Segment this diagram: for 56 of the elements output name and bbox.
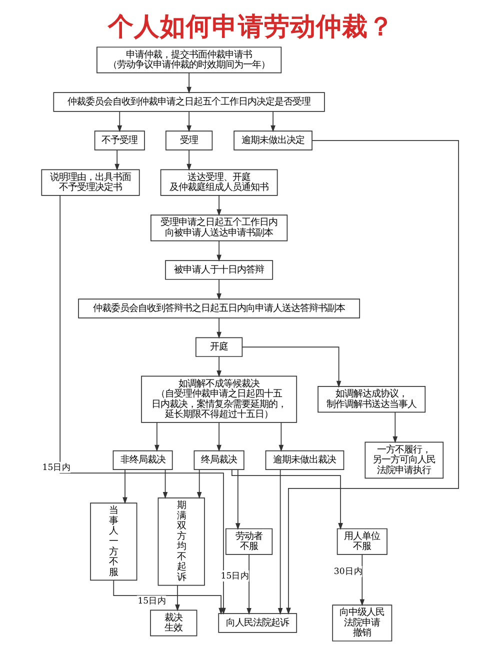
node-box: 如调解达成协议，制作调解书送达当事人: [318, 386, 426, 413]
node-box: 一方不履行，另一方可向人民法院申请执行: [364, 442, 444, 479]
arrow: [117, 111, 122, 132]
node-box: 用人单位不服: [336, 528, 388, 555]
arrow: [216, 422, 222, 452]
arrow: [360, 554, 365, 606]
arrow: [186, 111, 192, 132]
node-box: 向人民法院起诉: [218, 613, 298, 633]
arrow: [114, 150, 120, 171]
arrow: [278, 469, 283, 615]
node-box: 仲裁委员会自收到仲裁申请之日起五个工作日内决定是否受理: [53, 92, 325, 112]
node-box: 如调解不成等候裁决 （自受理仲裁申请之日起四十五日内裁决，案情复杂需要延期的，延长期限不得超过十五日）: [141, 376, 298, 423]
arrow: [162, 469, 168, 499]
arrow: [278, 422, 284, 452]
arrow: [113, 580, 224, 615]
arrow: [216, 240, 222, 262]
arrow: [246, 554, 252, 615]
node-box: 逾期未做出裁决: [265, 450, 344, 470]
arrow: [186, 150, 192, 171]
arrow: [216, 195, 222, 216]
edge-label: 15日内: [220, 572, 250, 582]
arrow: [286, 140, 459, 615]
arrow: [175, 584, 180, 612]
arrow: [154, 422, 160, 452]
node-box: 裁决生效: [150, 610, 198, 636]
node-box: 向中级人民法院申请撤销: [332, 604, 392, 642]
node-box: 当事人一方不服: [90, 502, 138, 581]
arrow: [392, 412, 398, 444]
node-box: 受理申请之日起五个工作日内向被申请人送达申请书副本: [150, 214, 288, 242]
arrow: [196, 469, 202, 499]
node-box: 非终局裁决: [112, 450, 173, 470]
arrow: [216, 318, 222, 339]
node-box: 送达受理、开庭及仲裁庭组成人员通知书: [160, 169, 278, 196]
arrow: [236, 469, 240, 530]
node-box: 期满双方均不起诉: [158, 497, 205, 586]
edge-label: 15日内: [42, 463, 72, 474]
diagram-title: 个人如何申请劳动仲裁？: [108, 12, 394, 42]
edge-label: 15日内: [138, 596, 167, 607]
edge-label: 30日内: [334, 567, 363, 578]
arrow: [242, 346, 342, 388]
arrow: [216, 356, 222, 378]
arrow: [270, 111, 276, 132]
arrow: [231, 469, 343, 530]
arrow: [186, 72, 192, 94]
node-box: 劳动者不服: [225, 528, 273, 555]
node-box: 说明理由，出具书面不予受理决定书: [41, 169, 140, 196]
node-box: 开庭: [195, 337, 243, 357]
node-box: 申请仲裁，提交书面仲裁申请书 （劳动争议申请仲裁的时效期间为一年）: [96, 46, 282, 74]
node-box: 受理: [166, 130, 213, 150]
arrow: [122, 469, 128, 504]
arrow: [216, 279, 222, 300]
node-box: 被申请人于十日内答辩: [165, 260, 274, 280]
node-box: 不予受理: [94, 130, 145, 150]
node-box: 终局裁决: [194, 450, 244, 470]
node-box: 逾期未做出决定: [234, 130, 312, 150]
node-box: 仲裁委员会自收到答辩书之日起五日内向申请人送达答辩书副本: [78, 298, 360, 318]
